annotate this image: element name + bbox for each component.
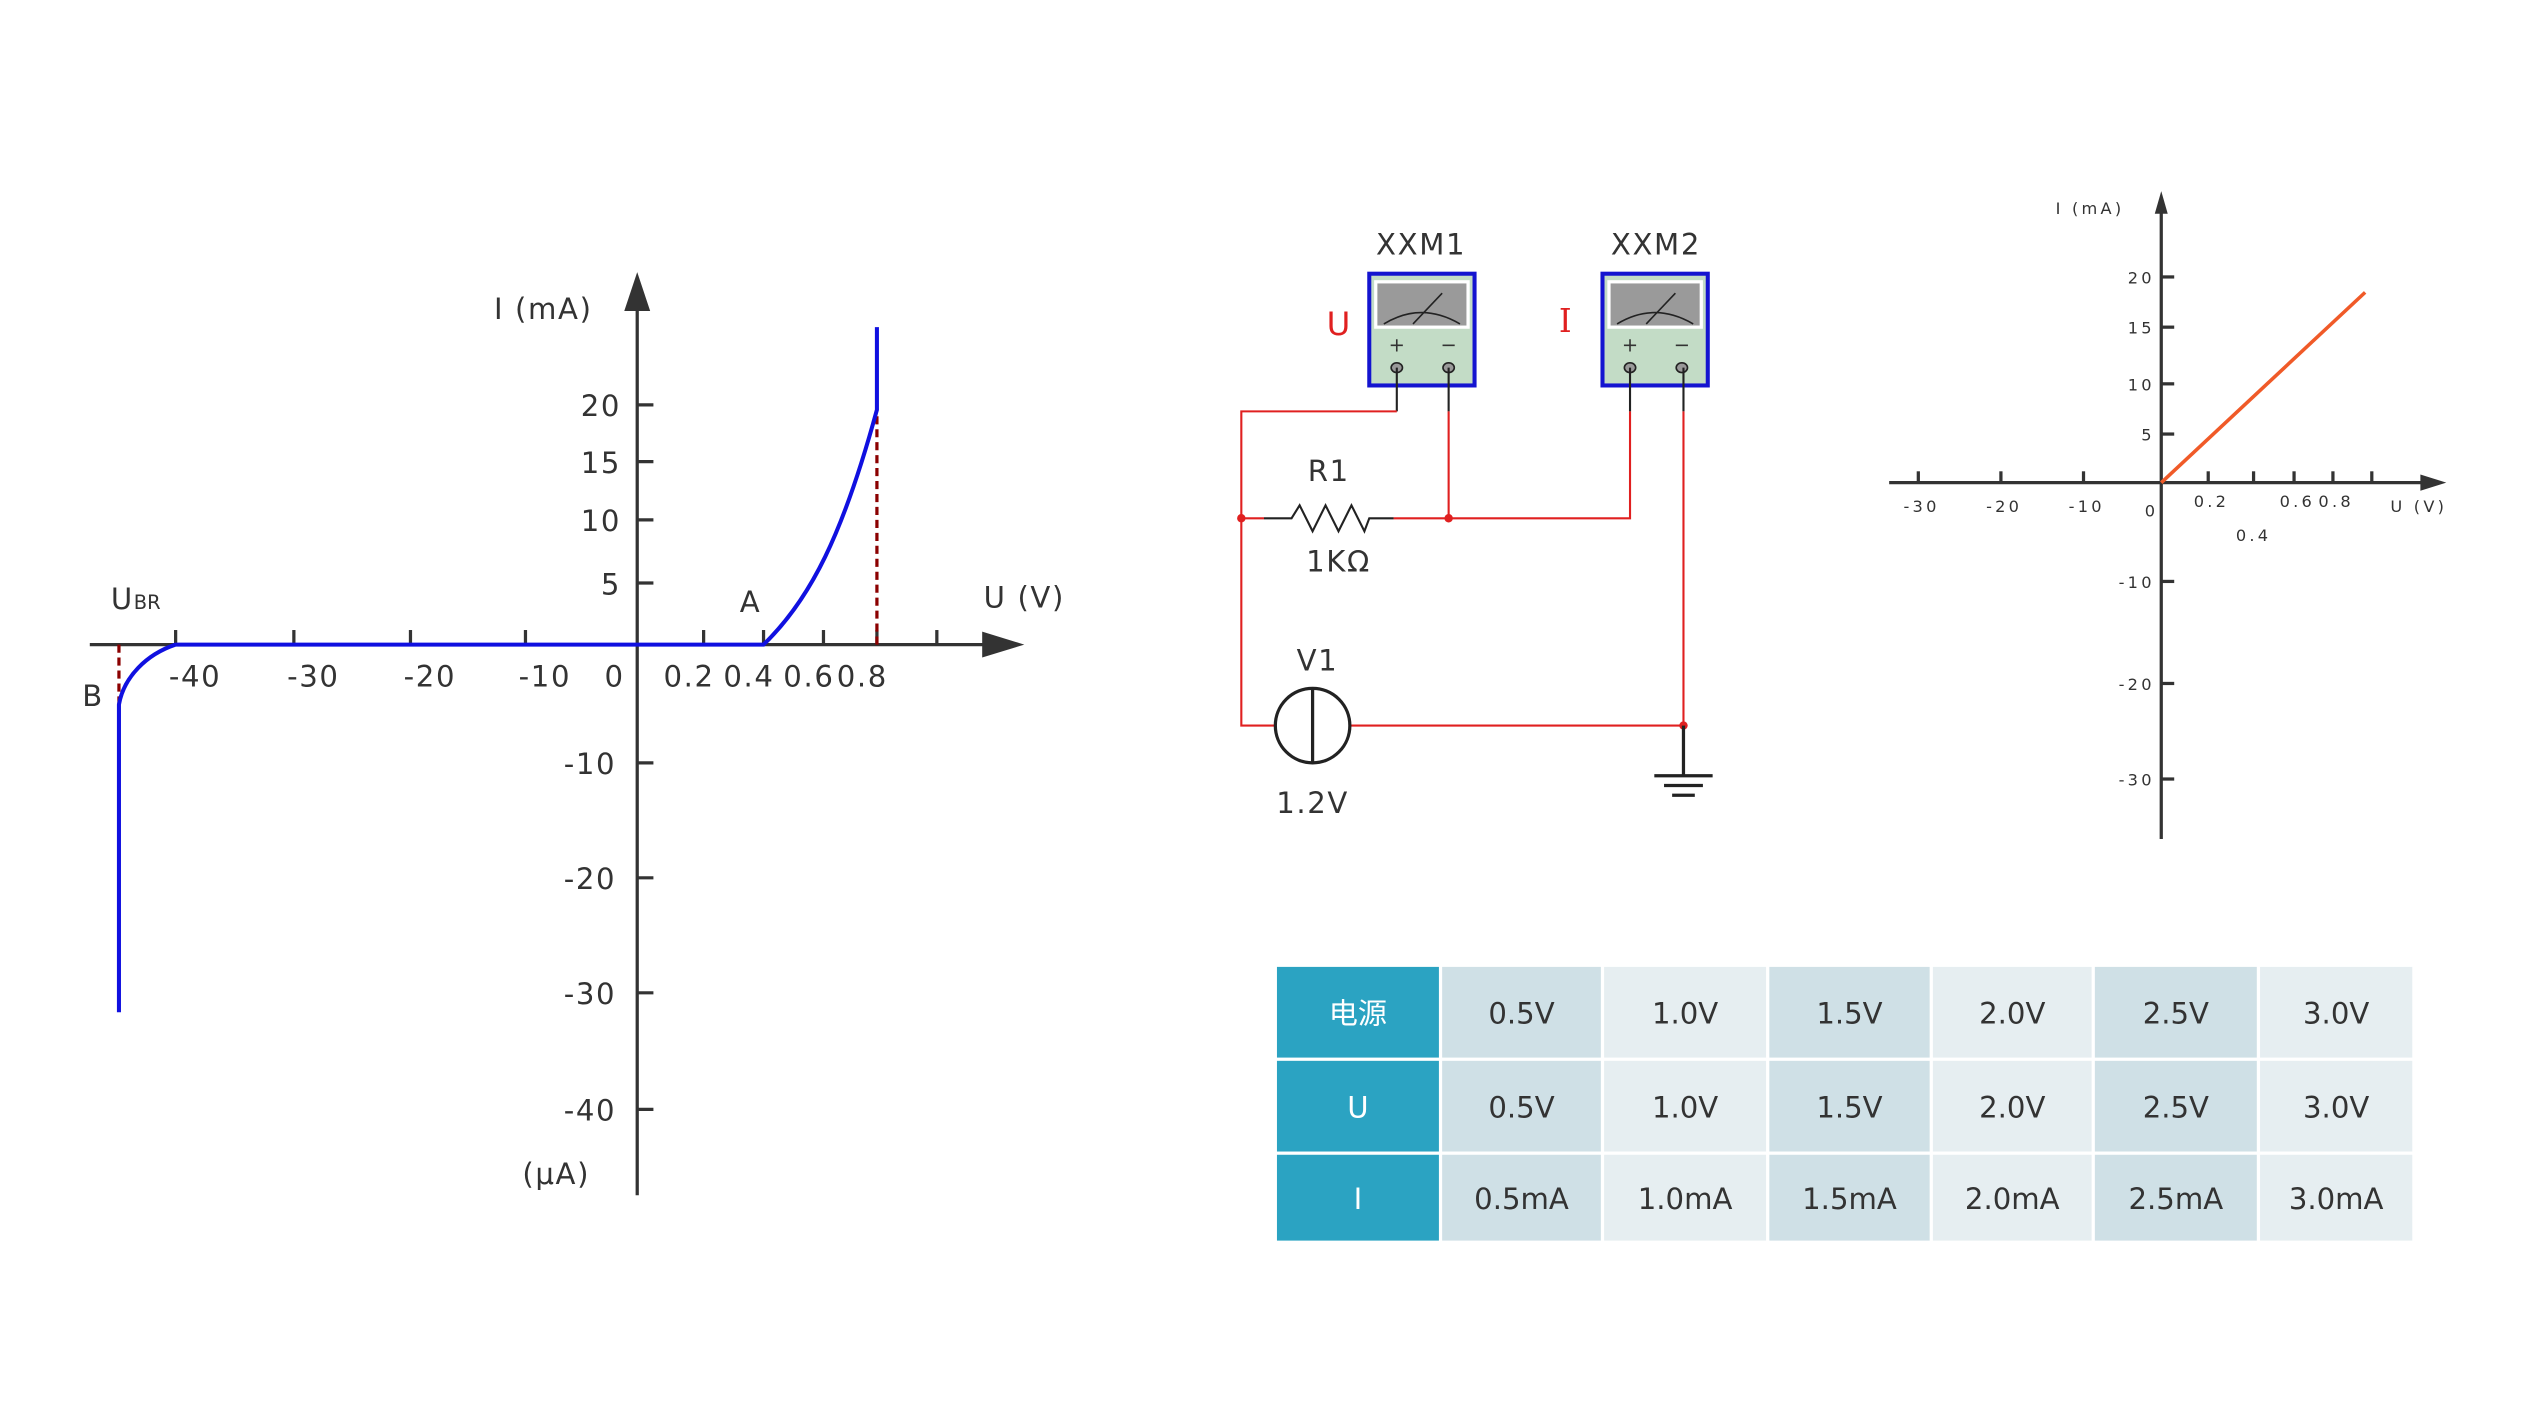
resistor-name: R1	[1308, 454, 1350, 488]
wire-mid	[1393, 411, 1632, 520]
x-axis-label: U (V)	[984, 580, 1065, 614]
table-cell: 0.5V	[1488, 1091, 1554, 1125]
r-x-tick-label: 0.6	[2280, 492, 2315, 511]
origin-label: 0	[604, 660, 624, 694]
y-tick-label: 20	[581, 389, 621, 423]
table-cell: 3.0V	[2303, 997, 2369, 1031]
y-axis-arrow	[624, 272, 651, 311]
x-tick-label: 0.6	[783, 660, 834, 694]
row-header: I	[1354, 1182, 1363, 1216]
x-tick-label: 0.4	[723, 660, 774, 694]
wire-right	[1349, 411, 1685, 727]
plus-terminal-label: +	[1622, 333, 1638, 356]
r-x-axis-arrow	[2420, 474, 2447, 491]
r-x-axis-label: U (V)	[2390, 497, 2447, 516]
r-x-tick-label: -20	[1986, 497, 2022, 516]
meter2-tag: I	[1559, 302, 1572, 340]
measurement-table: 电源 0.5V 1.0V 1.5V 2.0V 2.5V 3.0V U 0.5V 1.0V 1.5V 2…	[1276, 966, 2413, 1241]
table-cell: 2.0V	[1979, 1091, 2045, 1125]
table-cell: 0.5V	[1488, 997, 1554, 1031]
resistor-value: 1KΩ	[1306, 545, 1371, 579]
r-y-tick-label: 20	[2128, 268, 2155, 287]
table-cell: 2.0V	[1979, 997, 2045, 1031]
junction-dot	[1444, 514, 1453, 523]
r-y-axis-arrow	[2154, 191, 2168, 214]
x-tick-label: 0.2	[663, 660, 714, 694]
y-axis-label: I (mA)	[494, 292, 593, 326]
minus-terminal-label: −	[1440, 333, 1456, 356]
x-tick-label: 0.8	[837, 660, 888, 694]
y-tick-label: -40	[564, 1094, 616, 1128]
point-a-label: A	[740, 585, 762, 619]
table-row: U 0.5V 1.0V 1.5V 2.0V 2.5V 3.0V	[1276, 1060, 2413, 1152]
meter1-label: XXM1	[1376, 227, 1466, 261]
y-tick-label: -30	[564, 977, 616, 1011]
x-tick-label: -30	[287, 660, 339, 694]
table-cell: 3.0mA	[2289, 1182, 2384, 1216]
table-cell: 0.5mA	[1474, 1182, 1569, 1216]
r-y-axis-label: I (mA)	[2056, 199, 2125, 218]
wire-left	[1240, 410, 1397, 727]
y-tick-label: -20	[564, 862, 616, 896]
table-cell: 1.5mA	[1802, 1182, 1897, 1216]
meter-leads	[1395, 367, 1685, 412]
x-tick-label: -40	[169, 660, 221, 694]
iv-curve	[116, 327, 879, 1013]
r-y-tick-label: -30	[2119, 771, 2155, 790]
r-x-tick-label: 0.4	[2236, 526, 2271, 545]
r-y-tick-label: 5	[2141, 426, 2155, 445]
meter1-tag: U	[1327, 305, 1351, 343]
junction-dot	[1237, 514, 1246, 523]
row-header: 电源	[1329, 997, 1387, 1031]
terminal[interactable]	[1675, 361, 1689, 374]
table-cell: 2.5V	[2143, 1091, 2209, 1125]
point-b-label: B	[82, 679, 104, 713]
table-cell: 2.5mA	[2128, 1182, 2223, 1216]
r-y-tick-label: -10	[2119, 573, 2155, 592]
y-tick-label: -10	[564, 747, 616, 781]
r-x-tick-label: -10	[2069, 497, 2105, 516]
ground-icon	[1654, 725, 1713, 797]
meter2-instrument[interactable]: +−	[1600, 271, 1710, 388]
r-x-tick-label: 0	[2145, 502, 2159, 521]
table-cell: 2.0mA	[1965, 1182, 2060, 1216]
table-cell: 1.5V	[1816, 1091, 1882, 1125]
source-value: 1.2V	[1276, 786, 1349, 820]
r-x-tick-label: 0.8	[2318, 492, 2353, 511]
r-y-tick-label: -20	[2119, 675, 2155, 694]
y-axis-neg-unit: (μA)	[522, 1157, 590, 1191]
y-tick-label: 15	[581, 446, 621, 480]
y-tick-label: 5	[601, 567, 621, 601]
meter2-label: XXM2	[1611, 227, 1701, 261]
table-row: 电源 0.5V 1.0V 1.5V 2.0V 2.5V 3.0V	[1276, 966, 2413, 1058]
table-cell: 1.0V	[1652, 1091, 1718, 1125]
minus-terminal-label: −	[1674, 333, 1690, 356]
row-header: U	[1347, 1091, 1368, 1125]
meter1-instrument[interactable]: +−	[1367, 271, 1477, 388]
table-cell: 1.5V	[1816, 997, 1882, 1031]
r-x-tick-label: -30	[1903, 497, 1939, 516]
r-y-tick-label: 15	[2128, 319, 2155, 338]
x-axis-arrow	[982, 631, 1025, 658]
table-cell: 1.0mA	[1638, 1182, 1733, 1216]
y-tick-label: 10	[581, 504, 621, 538]
resistor-symbol	[1264, 502, 1394, 534]
x-tick-label: -20	[404, 660, 456, 694]
r-iv-line	[2160, 291, 2367, 484]
x-tick-label: -10	[519, 660, 571, 694]
plus-terminal-label: +	[1389, 333, 1405, 356]
circuit-diagram: XXM1 XXM2 U I +−+− R1 1KΩ V1 1.2V	[1237, 227, 1713, 820]
table-row: I 0.5mA 1.0mA 1.5mA 2.0mA 2.5mA 3.0mA	[1276, 1154, 2413, 1241]
ubr-label: UBR	[111, 582, 161, 616]
table-cell: 1.0V	[1652, 997, 1718, 1031]
table-cell: 3.0V	[2303, 1091, 2369, 1125]
r-x-tick-label: 0.2	[2194, 492, 2229, 511]
table-cell: 2.5V	[2143, 997, 2209, 1031]
r-y-tick-label: 10	[2128, 375, 2155, 394]
source-name: V1	[1297, 644, 1339, 678]
